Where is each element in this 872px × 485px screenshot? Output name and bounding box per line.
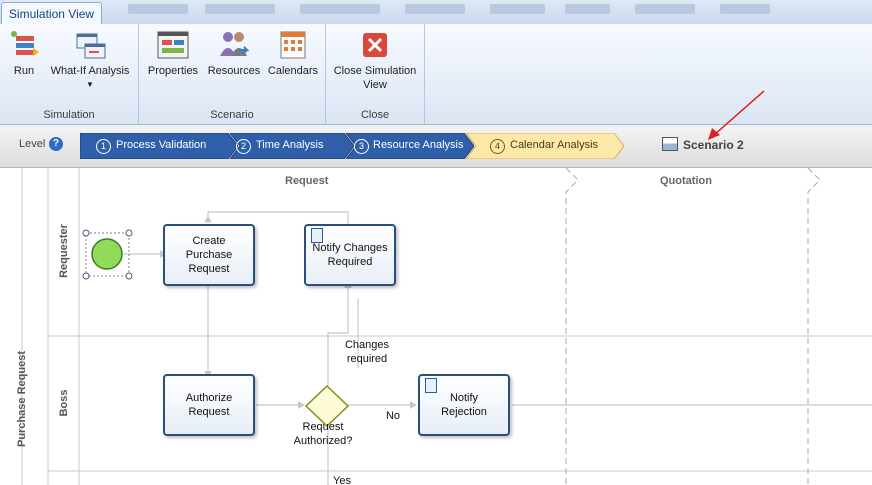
resources-icon: [217, 28, 251, 62]
step-label: Resource Analysis: [373, 139, 464, 151]
process-diagram-canvas[interactable]: Purchase Request Requester Boss Request …: [0, 168, 872, 485]
what-if-icon: [73, 28, 107, 62]
script-task-icon: [425, 378, 437, 393]
flow-label-yes: Yes: [333, 475, 351, 485]
task-label: Authorize Request: [185, 392, 233, 418]
step-arrow-shape: [466, 133, 624, 159]
calendars-button[interactable]: Calendars: [265, 28, 321, 78]
step-arrow-shape: [80, 133, 238, 159]
level-label: Level: [19, 138, 46, 150]
step-number: 4: [490, 139, 505, 154]
scenario-icon: [662, 137, 678, 151]
step-label: Process Validation: [116, 139, 207, 151]
group-label-scenario: Scenario: [210, 109, 254, 121]
phase-label-quotation: Quotation: [660, 175, 712, 187]
step-number: 1: [96, 139, 111, 154]
tab-simulation-view[interactable]: Simulation View: [1, 2, 102, 25]
pool-label: Purchase Request: [16, 351, 28, 447]
ribbon-tab-placeholder[interactable]: [635, 4, 695, 14]
phase-label-request: Request: [285, 175, 329, 187]
scenario-selector[interactable]: Scenario 2: [662, 137, 744, 152]
step-label: Time Analysis: [256, 139, 324, 151]
ribbon-tab-placeholder[interactable]: [205, 4, 275, 14]
group-label-simulation: Simulation: [43, 109, 95, 121]
task-notify-changes-required[interactable]: Notify Changes Required: [304, 224, 396, 286]
task-notify-rejection[interactable]: Notify Rejection: [418, 374, 510, 436]
ribbon-tab-placeholder[interactable]: [128, 4, 188, 14]
task-label: Create Purchase Request: [185, 235, 233, 275]
scenario-label: Scenario 2: [683, 138, 744, 152]
resources-button[interactable]: Resources: [207, 28, 261, 78]
flow-label-no: No: [385, 410, 401, 422]
ribbon: Run What-If Analysis ▼ Simulation: [0, 24, 872, 125]
run-button[interactable]: Run: [8, 28, 40, 78]
diagram-lines: [21, 168, 872, 485]
step-resource-analysis[interactable]: 3 Resource Analysis: [346, 133, 474, 159]
red-arrow-annotation: [708, 90, 765, 140]
help-icon[interactable]: ?: [49, 137, 63, 151]
step-calendar-analysis[interactable]: 4 Calendar Analysis: [466, 133, 624, 159]
ribbon-tab-placeholder[interactable]: [490, 4, 545, 14]
task-create-purchase-request[interactable]: Create Purchase Request: [163, 224, 255, 286]
ribbon-tab-strip: Simulation View: [0, 0, 872, 25]
lane-label-requester: Requester: [58, 224, 70, 278]
level-bar: Level ? 1 Process Validation 2 Time Anal…: [0, 125, 872, 168]
group-label-close: Close: [360, 109, 390, 121]
dropdown-arrow-icon: ▼: [86, 80, 94, 89]
flow-label-changes-required: Changes required: [344, 339, 390, 365]
task-label: Notify Rejection: [441, 392, 487, 418]
run-icon: [8, 28, 42, 62]
step-number: 3: [354, 139, 369, 154]
gateway-diamond[interactable]: [304, 384, 350, 428]
script-task-icon: [311, 228, 323, 243]
step-number: 2: [236, 139, 251, 154]
ribbon-tab-placeholder[interactable]: [565, 4, 610, 14]
what-if-analysis-button[interactable]: What-If Analysis ▼: [48, 28, 132, 92]
close-simulation-view-button[interactable]: Close Simulation View: [330, 28, 420, 92]
group-simulation: Run What-If Analysis ▼ Simulation: [0, 24, 139, 124]
properties-button[interactable]: Properties: [145, 28, 201, 78]
start-event[interactable]: [91, 238, 123, 270]
properties-icon: [156, 28, 190, 62]
lane-label-boss: Boss: [58, 389, 70, 417]
calendar-icon: [276, 28, 310, 62]
step-label: Calendar Analysis: [510, 139, 599, 151]
group-scenario: Properties Resources: [139, 24, 326, 124]
ribbon-tab-placeholder[interactable]: [720, 4, 770, 14]
task-authorize-request[interactable]: Authorize Request: [163, 374, 255, 436]
task-label: Notify Changes Required: [312, 242, 388, 268]
ribbon-tab-placeholder[interactable]: [300, 4, 380, 14]
ribbon-tab-placeholder[interactable]: [405, 4, 465, 14]
gateway-label: Request Authorized?: [293, 421, 353, 447]
group-close: Close Simulation View Close: [326, 24, 425, 124]
step-process-validation[interactable]: 1 Process Validation: [80, 133, 238, 159]
close-icon: [358, 28, 392, 62]
step-time-analysis[interactable]: 2 Time Analysis: [230, 133, 354, 159]
